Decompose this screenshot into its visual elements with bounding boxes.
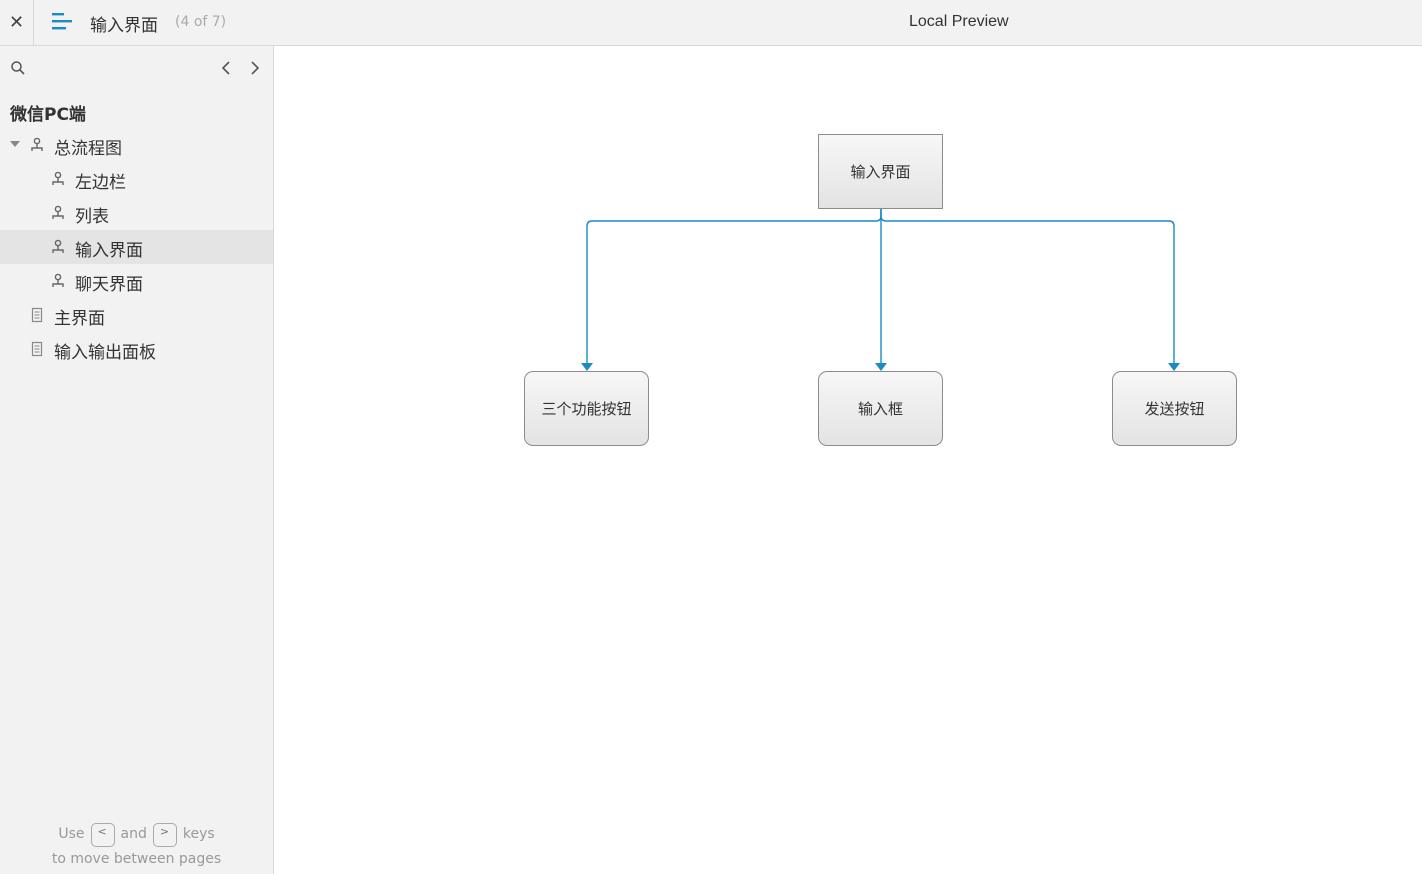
tree-item-io-panel[interactable]: 输入输出面板 [0, 332, 273, 366]
page-title: 输入界面 [90, 16, 158, 36]
tree-item-label: 输入界面 [75, 241, 143, 261]
tree-item-main-screen[interactable]: 主界面 [0, 298, 273, 332]
menu-icon [52, 13, 72, 30]
page-count: (4 of 7) [175, 14, 227, 30]
node-input-box: 输入框 [818, 371, 943, 446]
chevron-right-icon[interactable] [246, 58, 264, 78]
search-icon[interactable] [10, 60, 26, 76]
connector-lines [581, 209, 1180, 371]
preview-canvas: 输入界面 三个功能按钮 输入框 发送按钮 [274, 46, 1422, 874]
close-button[interactable]: ✕ [0, 0, 34, 45]
arrow-head [1168, 363, 1180, 371]
tree-item-flow[interactable]: 总流程图 [0, 128, 273, 162]
flow-icon [52, 239, 64, 253]
project-title: 微信PC端 [10, 105, 86, 125]
chevron-left-icon[interactable] [217, 58, 235, 78]
flow-icon [31, 137, 43, 151]
sidebar: 微信PC端 总流程图 左边栏 列表 [0, 46, 274, 874]
menu-button[interactable] [50, 11, 74, 33]
node-root: 输入界面 [818, 134, 943, 209]
help-and-text: and [120, 826, 147, 842]
tree-item-label: 输入输出面板 [54, 343, 156, 363]
caret-down-icon[interactable] [10, 141, 20, 147]
key-next-icon: > [152, 822, 177, 847]
node-function-buttons: 三个功能按钮 [524, 371, 649, 446]
help-keys-text: keys [182, 826, 215, 842]
tree-item-label: 总流程图 [54, 139, 122, 159]
page-icon [31, 341, 43, 357]
tree-item-label: 列表 [75, 207, 109, 227]
page-icon [31, 307, 43, 323]
key-prev-icon: < [90, 822, 115, 847]
help-use-text: Use [58, 826, 85, 842]
node-send-button: 发送按钮 [1112, 371, 1237, 446]
arrow-head [581, 363, 593, 371]
tree-item-label: 主界面 [54, 309, 105, 329]
top-bar: ✕ 输入界面 (4 of 7) Local Preview [0, 0, 1422, 46]
page-tree: 总流程图 左边栏 列表 输入界面 [0, 128, 273, 366]
keyboard-help: Use < and > keys to move between pages [0, 822, 273, 872]
flow-icon [52, 273, 64, 287]
tree-item-input-screen[interactable]: 输入界面 [0, 230, 273, 264]
arrow-head [875, 363, 887, 371]
tree-item-list[interactable]: 列表 [0, 196, 273, 230]
preview-label: Local Preview [909, 13, 1009, 30]
help-line2: to move between pages [51, 851, 222, 867]
tree-item-left-sidebar[interactable]: 左边栏 [0, 162, 273, 196]
close-icon: ✕ [8, 12, 25, 33]
flow-icon [52, 205, 64, 219]
tree-item-chat-screen[interactable]: 聊天界面 [0, 264, 273, 298]
tree-item-label: 聊天界面 [75, 275, 143, 295]
tree-item-label: 左边栏 [75, 173, 126, 193]
flow-icon [52, 171, 64, 185]
